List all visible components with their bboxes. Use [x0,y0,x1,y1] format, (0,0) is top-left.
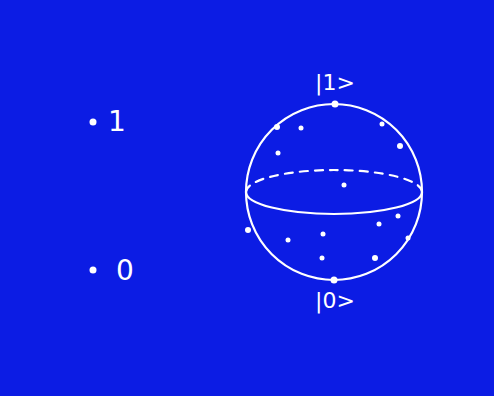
sphere-circle [246,104,422,280]
classical-bit-dots [90,119,97,274]
state-dot [377,222,382,227]
ket-label: |0> [315,290,355,312]
state-dot [372,255,378,261]
bit-one-dot [90,119,97,126]
equator-front [246,192,422,214]
qubit-state-dots [245,101,411,284]
state-dot [396,214,401,219]
sphere-outline [246,104,422,280]
state-dot [245,227,251,233]
state-dot [406,236,411,241]
bit-zero-dot [90,267,97,274]
equator-back [246,170,422,192]
state-dot [274,124,280,130]
state-dot [331,277,338,284]
state-dot [320,256,325,261]
state-dot [380,122,385,127]
state-dot [286,238,291,243]
state-dot [321,232,326,237]
state-dot [299,126,304,131]
state-dot [332,101,339,108]
state-dot [397,143,403,149]
bit-value: 0 [116,257,134,285]
ket-label: |1> [315,72,355,94]
bit-value: 1 [108,108,126,136]
state-dot [342,183,347,188]
state-dot [276,151,281,156]
